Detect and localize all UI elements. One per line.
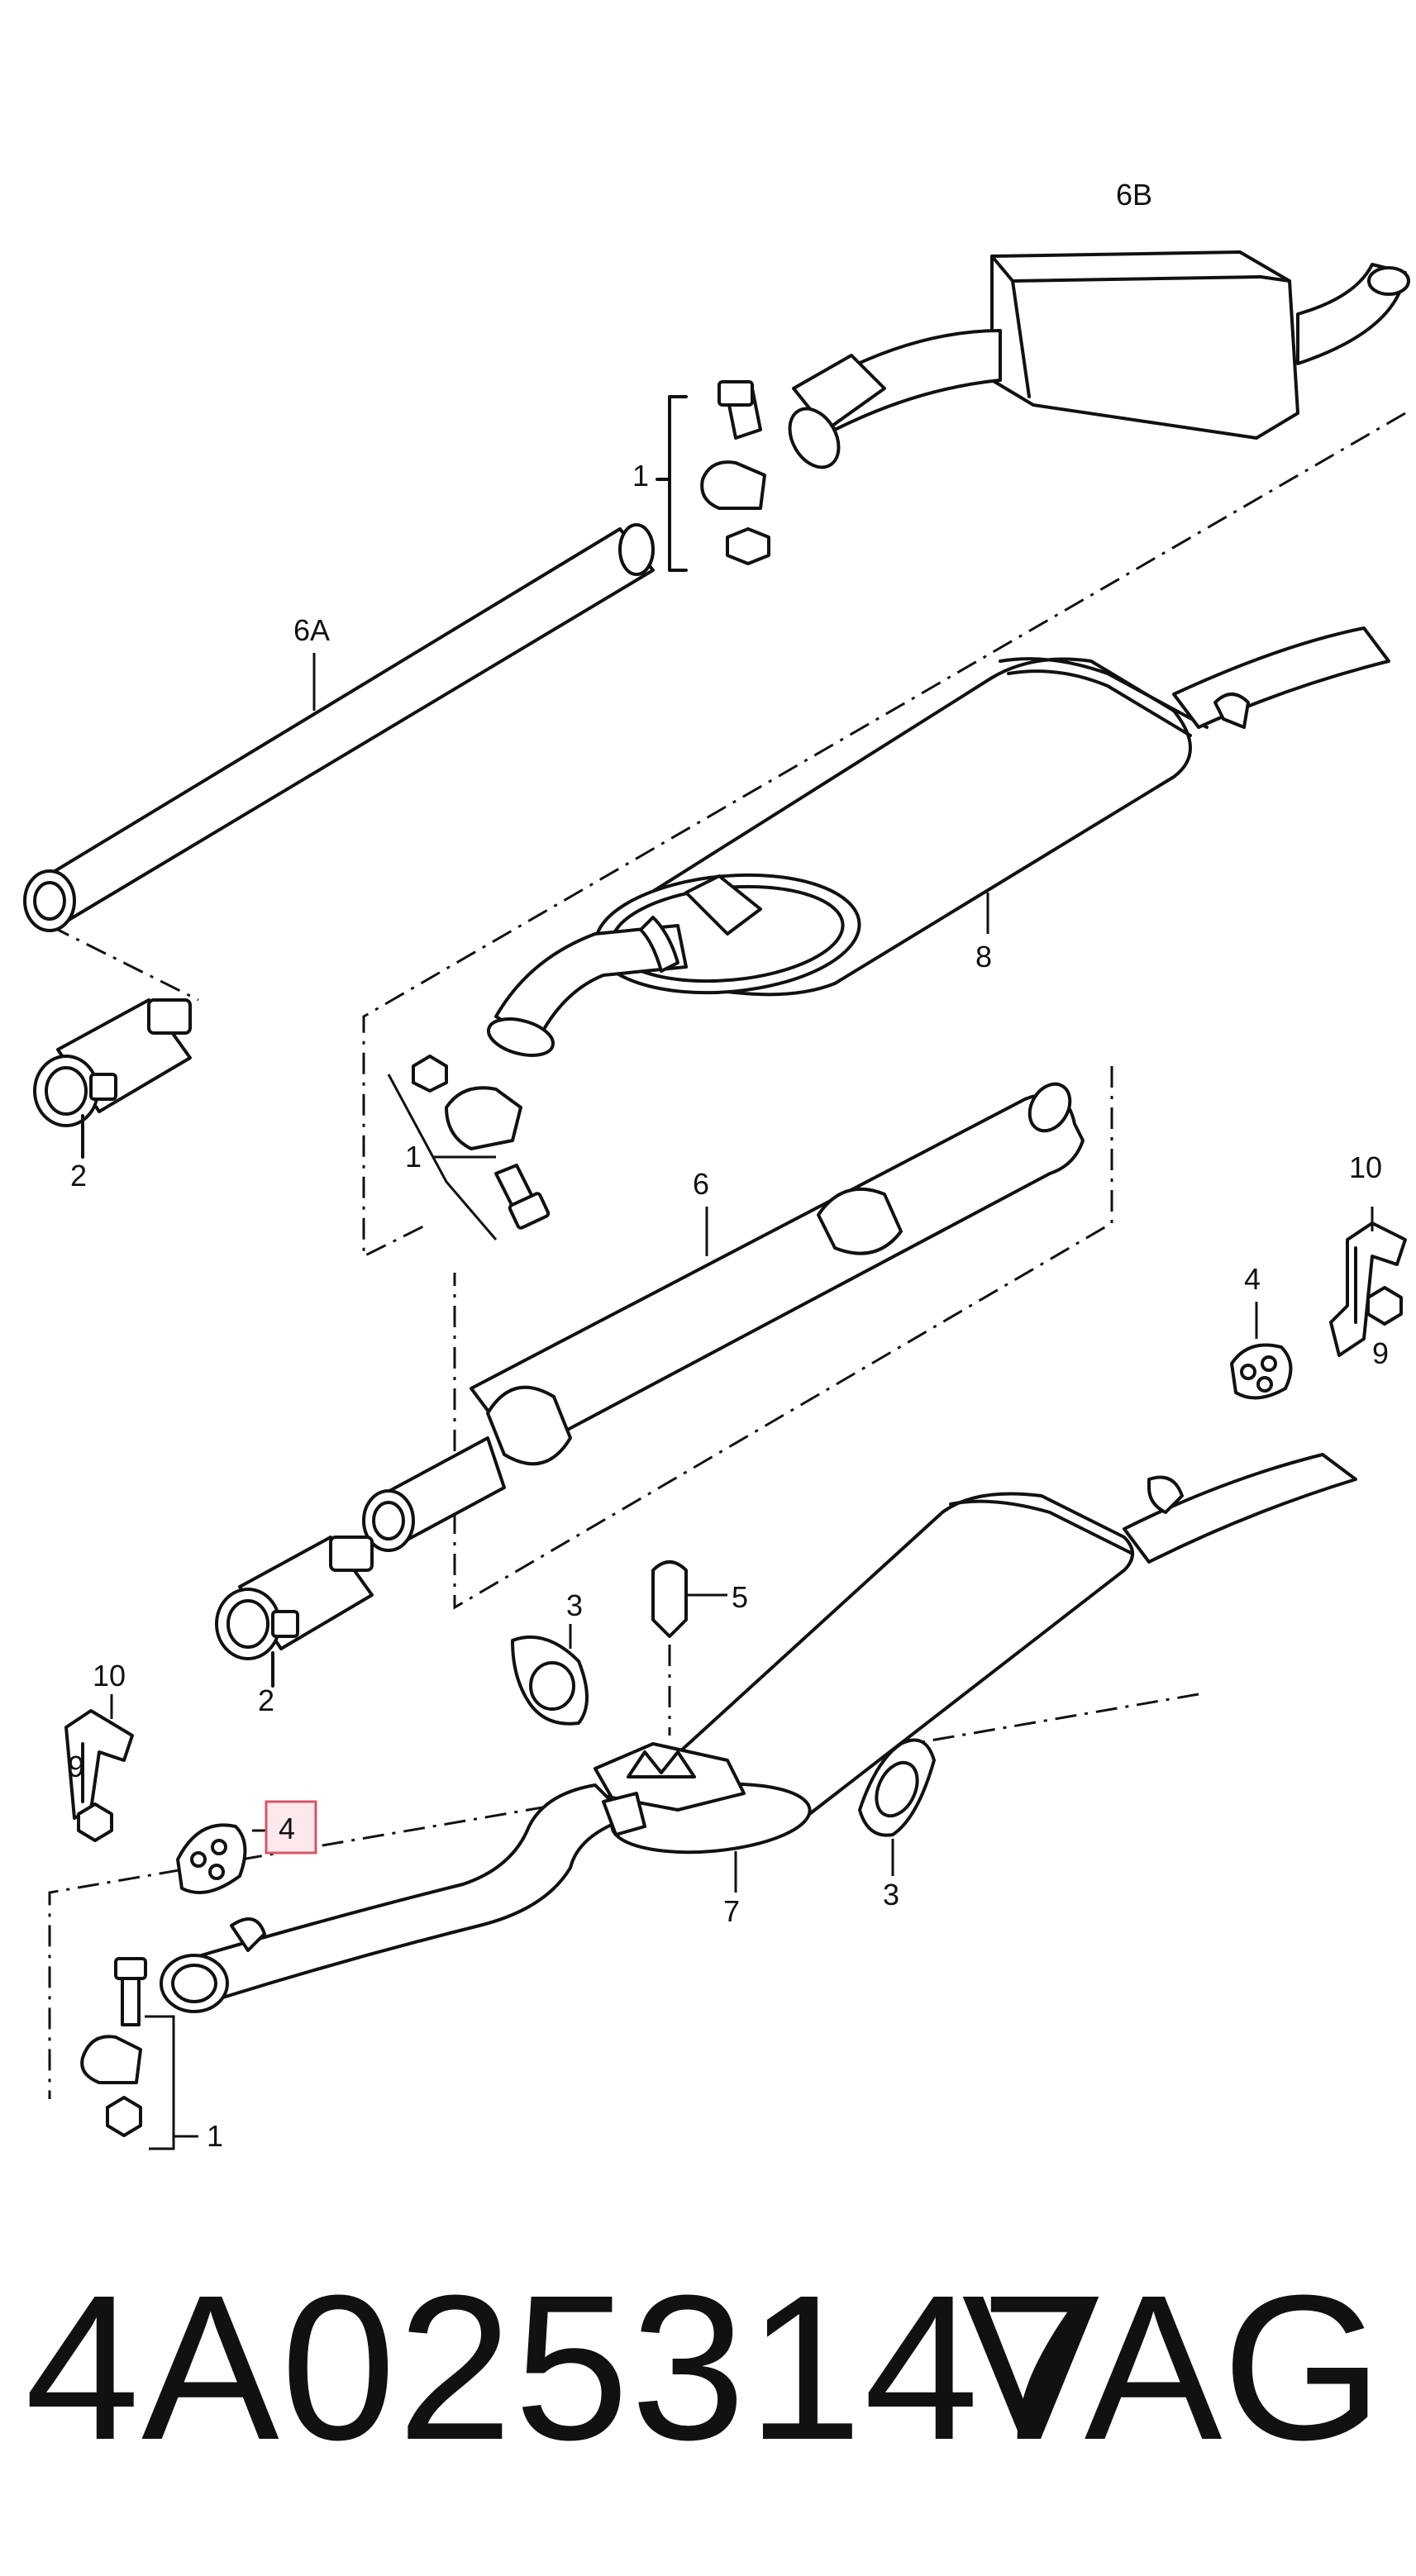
callout-9-right: 9 bbox=[1372, 1336, 1389, 1370]
part-number: 4A0253147 bbox=[25, 2252, 1098, 2483]
sensor-5 bbox=[651, 1560, 727, 1736]
gasket-3-left bbox=[511, 1624, 589, 1726]
middle-silencer-8 bbox=[487, 626, 1390, 1057]
clamp-kit-bottom bbox=[80, 1957, 198, 2150]
selected-part-highlight bbox=[265, 1800, 317, 1855]
callout-10-left: 10 bbox=[93, 1659, 126, 1693]
callout-9-left: 9 bbox=[68, 1750, 84, 1783]
bracket-10-right bbox=[1329, 1207, 1407, 1357]
callout-labels: 6B 6A 1 8 2 1 6 10 4 9 5 3 2 10 9 4 7 3 … bbox=[68, 178, 1389, 2153]
rubber-mount-4-right bbox=[1230, 1302, 1293, 1400]
callout-4-right: 4 bbox=[1244, 1262, 1261, 1296]
pipe-clamp-top-left bbox=[33, 998, 192, 1159]
callout-4-highlighted: 4 bbox=[279, 1812, 295, 1845]
callout-5: 5 bbox=[732, 1580, 748, 1614]
rear-silencer-6b bbox=[788, 250, 1410, 469]
exhaust-system-diagram: 6B 6A 1 8 2 1 6 10 4 9 5 3 2 10 9 4 7 3 … bbox=[23, 178, 1410, 2153]
front-silencer-6 bbox=[362, 1082, 1085, 1552]
intermediate-pipe-6a bbox=[23, 523, 655, 932]
bracket-10-left bbox=[64, 1694, 134, 1842]
silencer-assembly-7 bbox=[160, 1453, 1357, 2013]
callout-7: 7 bbox=[723, 1894, 740, 1928]
callout-1-mid: 1 bbox=[405, 1140, 422, 1174]
callout-6b: 6B bbox=[1116, 178, 1152, 212]
callout-6a: 6A bbox=[293, 613, 330, 647]
callout-2-top: 2 bbox=[70, 1159, 87, 1193]
callout-6: 6 bbox=[693, 1167, 709, 1201]
pipe-clamp-middle bbox=[215, 1536, 374, 1688]
callout-10-right: 10 bbox=[1349, 1150, 1382, 1184]
clamp-kit-middle bbox=[387, 1055, 551, 1240]
callout-1-bottom: 1 bbox=[207, 2119, 223, 2153]
callout-8: 8 bbox=[975, 940, 992, 974]
rubber-mount-4-left bbox=[176, 1823, 273, 1894]
callout-3-left: 3 bbox=[566, 1588, 583, 1622]
clamp-kit-top bbox=[656, 380, 770, 572]
callout-1-top: 1 bbox=[632, 459, 649, 493]
callout-2-mid: 2 bbox=[258, 1683, 274, 1717]
callout-3-right: 3 bbox=[883, 1878, 899, 1912]
gasket-3-right bbox=[858, 1738, 936, 1876]
brand-label: VAG bbox=[961, 2252, 1383, 2483]
